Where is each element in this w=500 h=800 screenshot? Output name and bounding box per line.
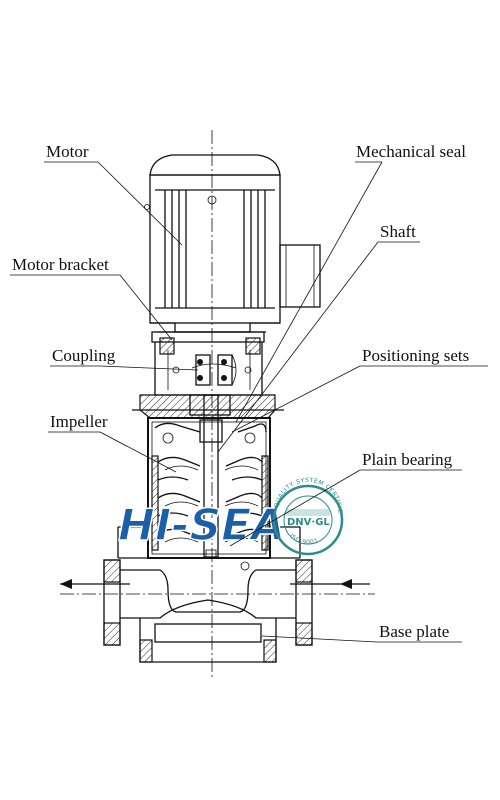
centerlines [60,130,375,680]
watermark-cert-ring-bottom: ISO 9001 [288,533,319,546]
label-impeller: Impeller [50,412,108,431]
motor-bracket-drawing [151,331,265,396]
pump-head-drawing [132,394,284,419]
label-coupling: Coupling [52,346,116,365]
label-base-plate: Base plate [379,622,449,641]
label-mechanical-seal: Mechanical seal [356,142,466,161]
label-plain-bearing: Plain bearing [362,450,453,469]
hi-sea-logo: HI-SEA [117,499,286,552]
label-motor: Motor [46,142,89,161]
label-motor-bracket: Motor bracket [12,255,109,274]
base-drawing [60,526,370,663]
watermark-cert-mark: DNV·GL [287,517,330,528]
pump-casing-drawing [147,394,271,571]
label-shaft: Shaft [380,222,416,241]
watermark-brand: HI-SEA [118,500,285,551]
callout-labels: Motor Mechanical seal Shaft Motor bracke… [12,142,469,641]
leader-lines [10,161,488,643]
motor-drawing [144,154,321,333]
label-positioning-sets: Positioning sets [362,346,469,365]
